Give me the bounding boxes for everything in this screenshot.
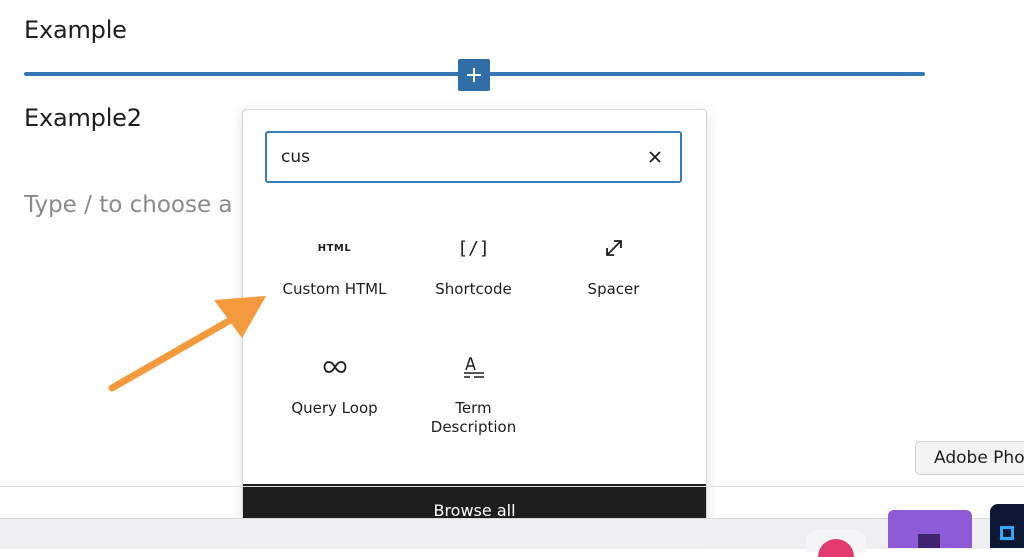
block-search-field[interactable]: [265, 131, 682, 183]
block-option-term-description[interactable]: Term Description: [404, 347, 543, 437]
loop-icon: [265, 347, 404, 387]
dock-tooltip: Adobe Pho: [915, 441, 1024, 475]
html-icon: HTML: [317, 242, 352, 254]
dock-app-icon[interactable]: [888, 510, 972, 548]
dock-app-icon[interactable]: [806, 530, 866, 557]
resize-arrows-icon: [544, 228, 683, 268]
adobe-photoshop-dock-icon[interactable]: [990, 504, 1024, 548]
shortcode-icon: [/]: [457, 237, 490, 259]
plus-icon: [467, 68, 481, 82]
block-option-query-loop[interactable]: Query Loop: [265, 347, 404, 418]
close-icon: [649, 151, 661, 163]
block-option-label: Spacer: [587, 280, 640, 298]
heading-example[interactable]: Example: [24, 16, 127, 44]
term-description-icon: [404, 347, 543, 387]
block-option-spacer[interactable]: Spacer: [544, 228, 683, 299]
block-option-label: Query Loop: [291, 399, 378, 417]
block-inserter-popover: HTML Custom HTML [/] Shortcode Spacer Qu…: [242, 109, 707, 537]
block-option-label: Custom HTML: [282, 280, 387, 298]
paragraph-placeholder[interactable]: Type / to choose a: [24, 192, 233, 218]
clear-search-button[interactable]: [646, 148, 664, 166]
block-search-input[interactable]: [281, 143, 621, 171]
dock-bar: [0, 518, 1024, 549]
heading-example2[interactable]: Example2: [24, 104, 142, 132]
block-option-custom-html[interactable]: HTML Custom HTML: [265, 228, 404, 299]
inserter-plus-button[interactable]: [458, 59, 490, 91]
block-option-label: Shortcode: [435, 280, 512, 298]
block-option-label: Term Description: [430, 399, 517, 436]
editor-footer-divider: [0, 486, 1024, 487]
block-option-shortcode[interactable]: [/] Shortcode: [404, 228, 543, 299]
